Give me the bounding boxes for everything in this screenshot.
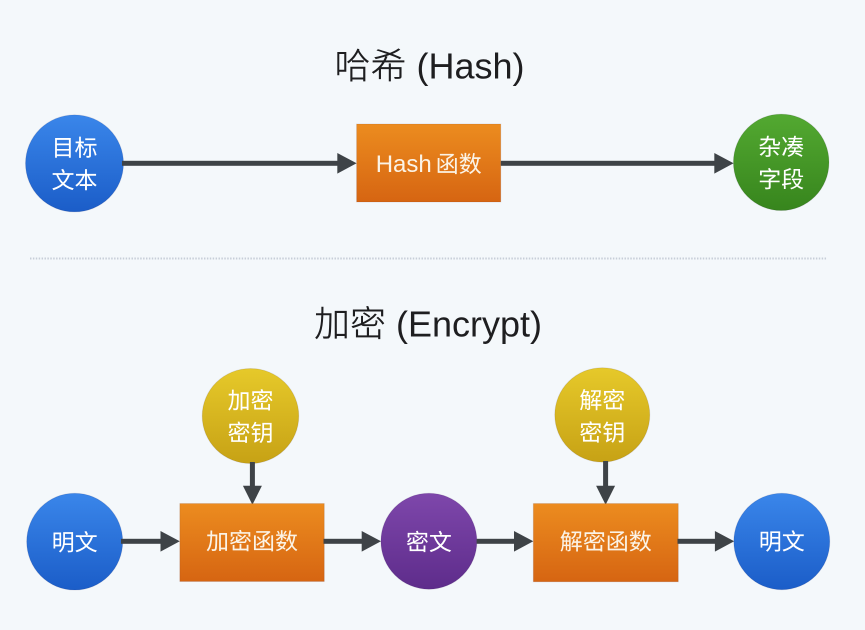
svg-text:(Encrypt): (Encrypt) bbox=[396, 303, 542, 344]
svg-text:(Hash): (Hash) bbox=[417, 46, 525, 87]
svg-text:Hash: Hash bbox=[376, 151, 432, 178]
